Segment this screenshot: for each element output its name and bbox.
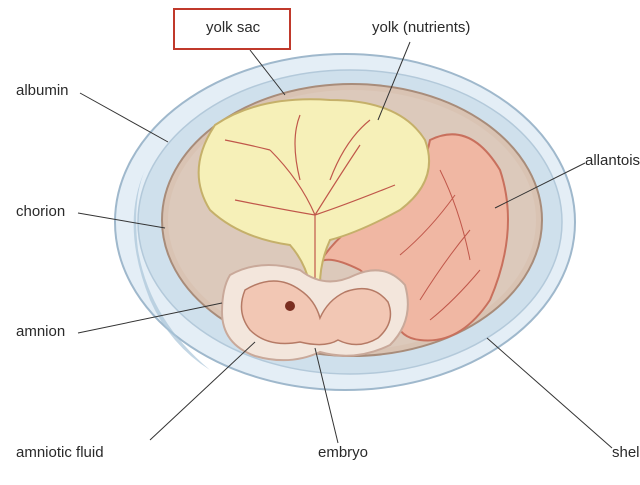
albumin-shadow [133,170,210,370]
label-shell: shell [612,444,640,461]
label-chorion: chorion [16,203,66,220]
leader-yolk-nutrients [377,41,411,121]
embryo-body [240,280,392,346]
label-amnion: amnion [16,323,66,340]
label-amniotic-fluid: amniotic fluid [16,444,104,461]
allantois-vessels [399,169,481,321]
leader-chorion [77,212,166,229]
yolk-vessels [224,114,396,280]
yolk-sac-highlight-box [173,8,291,50]
leader-shell [486,337,613,449]
yolk-sac-shape [197,98,431,286]
leader-embryo [314,347,339,444]
leader-yolk-sac [249,49,286,96]
label-embryo: embryo [318,444,369,461]
label-yolk-sac: yolk sac [206,19,261,36]
leader-amnion [77,302,223,334]
leader-amniotic-fluid [149,341,256,441]
leader-albumin [79,92,169,143]
label-yolk-nutrients: yolk (nutrients) [372,19,471,36]
leader-allantois [494,162,586,209]
label-allantois: allantois [585,152,640,169]
embryo-eye [285,301,295,311]
label-albumin: albumin [16,82,69,99]
